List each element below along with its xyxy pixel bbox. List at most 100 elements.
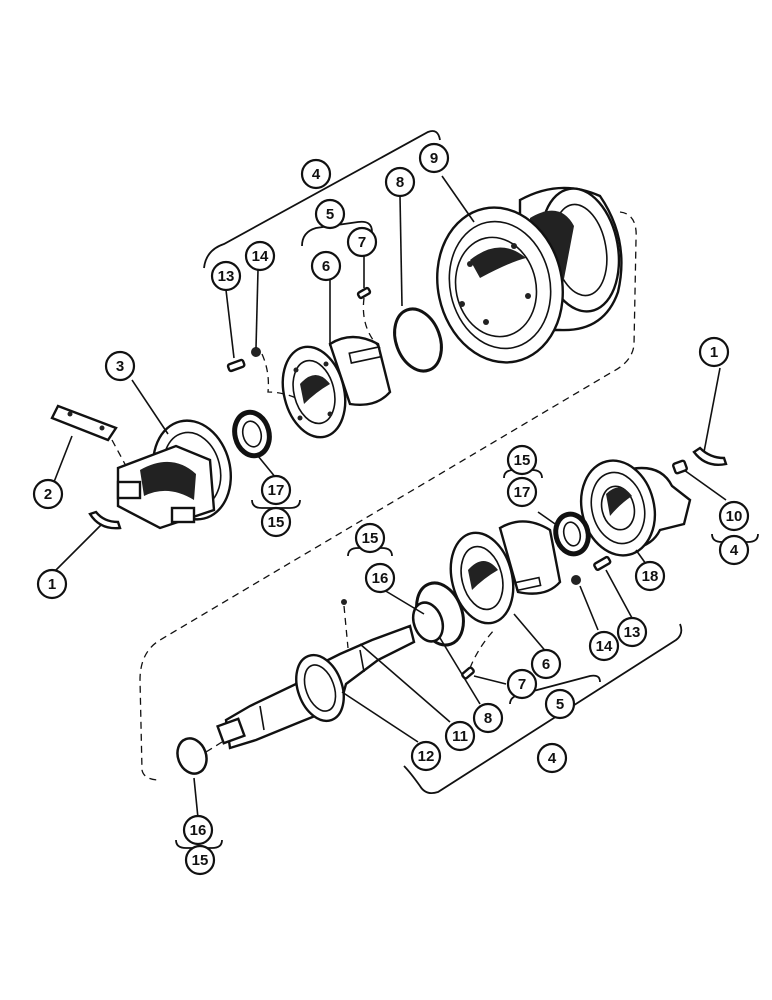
- callout-c6a: 6: [310, 250, 342, 282]
- callout-number: 17: [514, 484, 531, 501]
- callout-number: 10: [726, 508, 743, 525]
- callout-circle: [244, 240, 276, 272]
- callout-c10: 10: [718, 500, 750, 532]
- roller-shell: [436, 186, 623, 364]
- pin-lower-path: [469, 629, 495, 669]
- callout-circle: [36, 568, 68, 600]
- callout-circle: [310, 250, 342, 282]
- callout-c13b: 13: [616, 616, 648, 648]
- callout-number: 12: [418, 748, 435, 765]
- callout-c6b: 6: [530, 648, 562, 680]
- shaft: [216, 624, 416, 750]
- callout-c9: 9: [418, 142, 450, 174]
- callout-c7a: 7: [346, 226, 378, 258]
- callout-c13a: 13: [210, 260, 242, 292]
- callout-number: 4: [730, 542, 739, 559]
- callout-circle: [506, 476, 538, 508]
- clip-right: [692, 446, 728, 466]
- callout-circle: [184, 844, 216, 876]
- end-housing-right: [579, 459, 692, 557]
- callout-number: 11: [452, 728, 468, 745]
- callout-number: 3: [116, 358, 124, 375]
- callout-c17b: 17: [506, 476, 538, 508]
- callout-layer: 1123444556677889101112131314141515151516…: [32, 142, 750, 876]
- callout-c8b: 8: [472, 702, 504, 734]
- callout-circle: [530, 648, 562, 680]
- plug-lower: [571, 575, 581, 585]
- callout-c1a: 1: [36, 568, 68, 600]
- callout-number: 6: [542, 656, 550, 673]
- callout-circle: [354, 522, 386, 554]
- retaining-bar: [50, 404, 118, 442]
- callout-c17a: 17: [260, 474, 292, 506]
- callout-number: 4: [312, 166, 321, 183]
- callout-c2: 2: [32, 478, 64, 510]
- callout-c16a: 16: [364, 562, 396, 594]
- callout-number: 4: [548, 750, 557, 767]
- brace-4-lower: [403, 623, 683, 795]
- seal-right: [553, 511, 591, 557]
- callout-circle: [472, 702, 504, 734]
- callout-c5a: 5: [314, 198, 346, 230]
- callout-c15d: 15: [184, 844, 216, 876]
- collar-lower: [449, 520, 562, 625]
- callout-circle: [260, 506, 292, 538]
- brace-4-top: [203, 130, 441, 269]
- leader-lines: [53, 175, 727, 819]
- callout-number: 15: [192, 852, 209, 869]
- screw-lower: [593, 555, 612, 571]
- callout-c4b: 4: [718, 534, 750, 566]
- callout-circle: [418, 142, 450, 174]
- o-ring-bottom-path: [205, 741, 223, 753]
- callout-number: 7: [358, 234, 366, 251]
- callout-number: 8: [484, 710, 492, 727]
- callout-circle: [384, 166, 416, 198]
- callout-c15b: 15: [506, 444, 538, 476]
- callout-circle: [346, 226, 378, 258]
- callout-number: 8: [396, 174, 404, 191]
- callout-circle: [544, 688, 576, 720]
- callout-number: 5: [556, 696, 564, 713]
- callout-number: 16: [372, 570, 389, 587]
- screw-plug-top: [226, 347, 261, 373]
- callout-c16b: 16: [182, 814, 214, 846]
- clip-left: [88, 510, 122, 530]
- callout-number: 1: [710, 344, 718, 361]
- retaining-bar-path: [111, 439, 127, 467]
- o-ring-bottom: [176, 737, 208, 775]
- collar-top: [281, 335, 392, 439]
- callout-number: 15: [268, 514, 285, 531]
- callout-c15c: 15: [354, 522, 386, 554]
- plug-right: [672, 459, 688, 475]
- callout-number: 2: [44, 486, 52, 503]
- pin-top-path: [362, 297, 383, 351]
- callout-circle: [634, 560, 666, 592]
- callout-number: 17: [268, 482, 285, 499]
- o-ring-top: [393, 307, 443, 373]
- callout-number: 14: [252, 248, 269, 265]
- callout-number: 9: [430, 150, 438, 167]
- callout-c15a: 15: [260, 506, 292, 538]
- callout-circle: [506, 668, 538, 700]
- callout-c1b: 1: [698, 336, 730, 368]
- callout-circle: [444, 720, 476, 752]
- callout-circle: [314, 198, 346, 230]
- callout-number: 13: [624, 624, 641, 641]
- callout-circle: [718, 500, 750, 532]
- callout-circle: [32, 478, 64, 510]
- callout-c5b: 5: [544, 688, 576, 720]
- callout-circle: [616, 616, 648, 648]
- pin-top: [356, 286, 372, 300]
- callout-circle: [718, 534, 750, 566]
- callout-c14a: 14: [244, 240, 276, 272]
- callout-circle: [506, 444, 538, 476]
- callout-c8a: 8: [384, 166, 416, 198]
- callout-c11: 11: [444, 720, 476, 752]
- brace-5-lower: [509, 674, 601, 705]
- callout-circle: [182, 814, 214, 846]
- callout-circle: [210, 260, 242, 292]
- ball-path: [343, 605, 349, 649]
- callout-number: 7: [518, 676, 526, 693]
- callout-number: 5: [326, 206, 334, 223]
